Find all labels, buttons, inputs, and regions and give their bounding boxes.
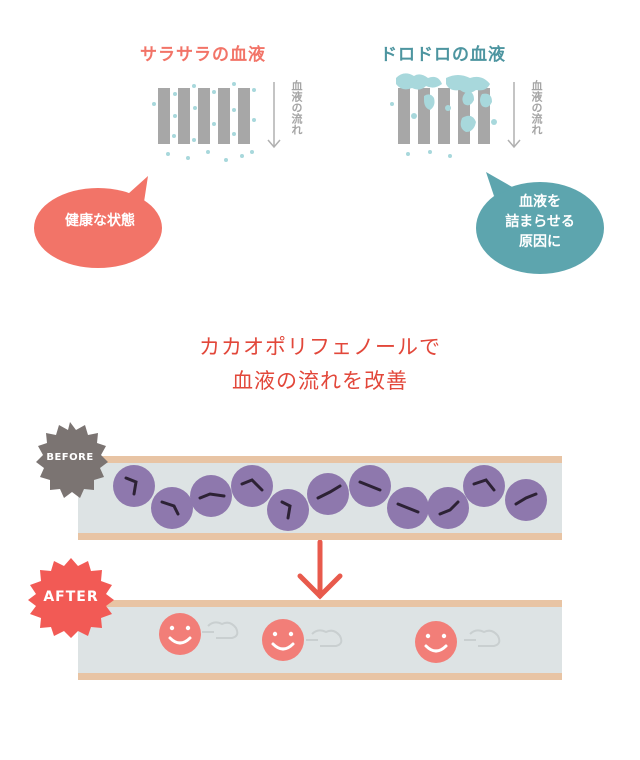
before-badge: BEFORE [46, 452, 94, 463]
sticky-bubble-line-2: 詰まらせる [505, 214, 575, 230]
sticky-flow-label: 血液の流れ [530, 80, 543, 135]
sticky-bubble-text: 血液を 詰まらせる 原因に [476, 192, 604, 252]
sticky-bubble-line-1: 血液を [519, 194, 561, 210]
smooth-speech-bubble [34, 176, 162, 268]
after-blood-cells [159, 613, 501, 663]
sticky-blood-title: ドロドロの血液 [380, 45, 506, 65]
after-vessel [78, 600, 562, 680]
before-blood-cells [113, 465, 547, 531]
smooth-blood-title: サラサラの血液 [140, 45, 266, 65]
down-arrow-icon [297, 540, 343, 600]
happy-cell-1 [159, 613, 239, 655]
smooth-blood-filter-illustration [152, 82, 281, 162]
message-line-1: カカオポリフェノールで [199, 335, 441, 359]
after-badge: AFTER [43, 589, 99, 605]
sticky-bubble-line-3: 原因に [519, 234, 561, 250]
before-badge-shape [36, 422, 108, 498]
after-badge-shape [28, 558, 114, 638]
message-line-2: 血液の流れを改善 [232, 369, 408, 393]
sticky-speech-bubble [476, 172, 604, 274]
happy-cell-3 [415, 621, 501, 663]
smooth-bubble-text: 健康な状態 [65, 213, 135, 229]
sticky-blood-filter-illustration [390, 73, 521, 158]
improvement-message: カカオポリフェノールで 血液の流れを改善 [0, 330, 640, 398]
happy-cell-2 [262, 619, 343, 661]
smooth-flow-label: 血液の流れ [290, 80, 303, 135]
